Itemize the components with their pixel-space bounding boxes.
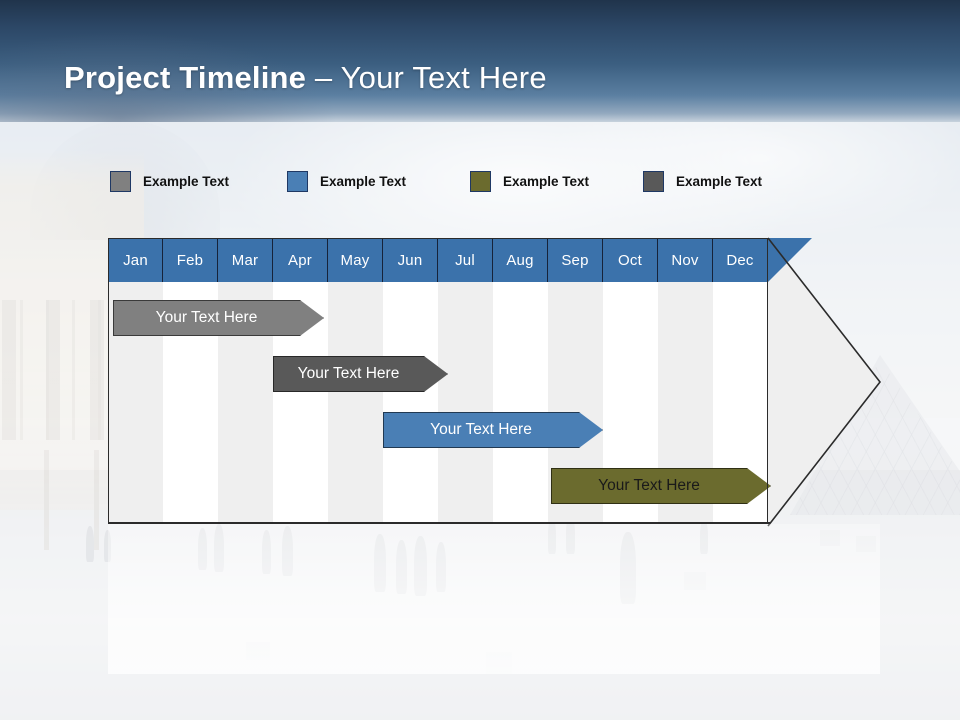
legend-item-2[interactable]: Example Text [287, 168, 406, 194]
legend-item-4[interactable]: Example Text [643, 168, 762, 194]
month-cell-apr[interactable]: Apr [273, 238, 328, 282]
legend-item-label: Example Text [143, 173, 230, 189]
title-separator: – [306, 60, 341, 95]
timeline-bar-1-shape [113, 300, 324, 336]
grid-column-may [328, 282, 383, 524]
timeline-bar-4-label: Your Text Here [598, 477, 700, 494]
timeline-bar-3-shape [383, 412, 603, 448]
timeline-bar-3[interactable]: Your Text Here [383, 412, 603, 448]
color-swatch-icon [287, 170, 308, 192]
title-band-glow [0, 0, 960, 122]
timeline-bar-2-shape [273, 356, 448, 392]
timeline-bar-2[interactable]: Your Text Here [273, 356, 448, 392]
month-cell-may[interactable]: May [328, 238, 383, 282]
month-cell-mar[interactable]: Mar [218, 238, 273, 282]
timeline-bar-4-shape [551, 468, 771, 504]
month-cell-sep[interactable]: Sep [548, 238, 603, 282]
timeline-arrow-head-outline [766, 236, 882, 527]
timeline-bar-1[interactable]: Your Text Here [113, 300, 324, 336]
grid-column-jul [438, 282, 493, 524]
page-title: Project Timeline – Your Text Here [64, 60, 547, 96]
month-cell-nov[interactable]: Nov [658, 238, 713, 282]
timeline-arrow-head [768, 238, 880, 524]
legend-item-1[interactable]: Example Text [110, 168, 229, 194]
month-cell-oct[interactable]: Oct [603, 238, 658, 282]
legend: Example Text Example Text Example Text E… [110, 168, 830, 194]
legend-item-3[interactable]: Example Text [470, 168, 589, 194]
title-light-text: Your Text Here [340, 60, 547, 95]
color-swatch-icon [470, 170, 491, 192]
month-cell-aug[interactable]: Aug [493, 238, 548, 282]
title-strong-text: Project Timeline [64, 60, 307, 95]
timeline-bar-3-label: Your Text Here [430, 421, 532, 438]
month-cell-jun[interactable]: Jun [383, 238, 438, 282]
legend-item-label: Example Text [676, 173, 763, 189]
title-band [0, 0, 960, 122]
timeline-bar-2-label: Your Text Here [297, 365, 400, 382]
timeline-bars: Your Text Here Your Text Here Your Text … [108, 282, 768, 524]
timeline-chart: Jan Feb Mar Apr May Jun Jul Aug Sep Oct … [108, 238, 768, 524]
timeline-bar-1-label: Your Text Here [155, 309, 258, 326]
legend-item-label: Example Text [503, 173, 590, 189]
color-swatch-icon [110, 170, 131, 192]
color-swatch-icon [643, 170, 664, 192]
month-cell-feb[interactable]: Feb [163, 238, 218, 282]
background-plaza-objects [0, 520, 960, 674]
month-header-row: Jan Feb Mar Apr May Jun Jul Aug Sep Oct … [108, 238, 768, 282]
grid-column-jun [383, 282, 438, 524]
timeline-bar-4[interactable]: Your Text Here [551, 468, 771, 504]
month-cell-jul[interactable]: Jul [438, 238, 493, 282]
grid-column-aug [493, 282, 548, 524]
chart-base-edge [108, 522, 770, 524]
legend-item-label: Example Text [320, 173, 407, 189]
